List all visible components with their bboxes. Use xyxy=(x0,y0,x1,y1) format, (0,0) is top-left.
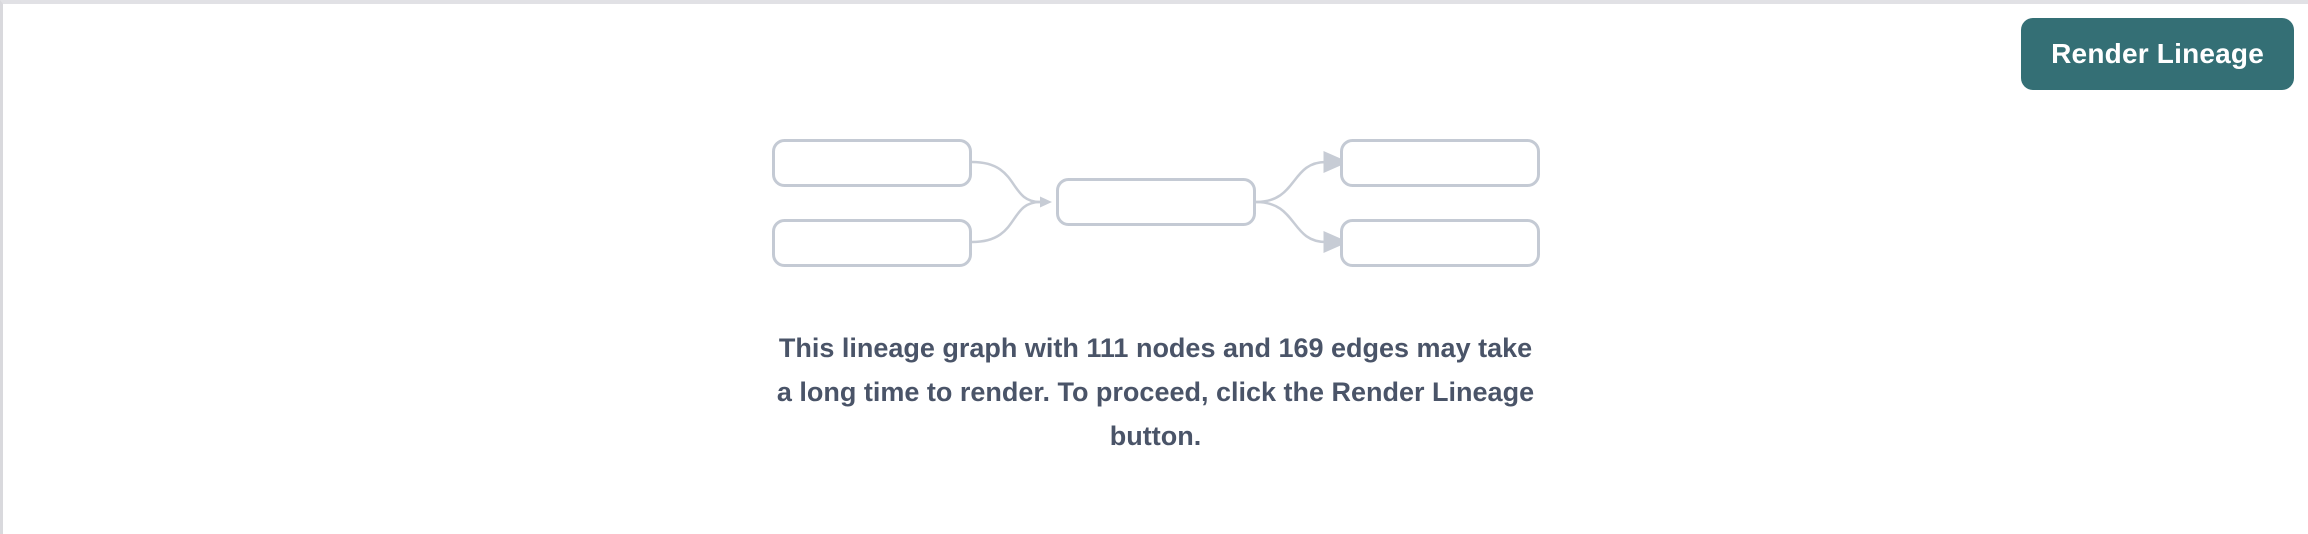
edge-bottomleft-to-middle xyxy=(971,200,1040,244)
lineage-warning-line-1: This lineage graph with 111 nodes and 16… xyxy=(778,333,1533,363)
edge-middle-to-topright xyxy=(1255,151,1348,204)
render-lineage-button[interactable]: Render Lineage xyxy=(2021,18,2294,90)
node-box-middle xyxy=(1055,178,1256,226)
lineage-warning-message: This lineage graph with 111 nodes and 16… xyxy=(777,326,1534,458)
lineage-warning-line-2: a long time to render. To proceed, click… xyxy=(776,377,1535,407)
node-box-top-right xyxy=(1339,139,1540,187)
edge-topleft-to-middle xyxy=(971,160,1040,204)
edge-middle-to-bottomright xyxy=(1255,200,1348,253)
node-box-top-left xyxy=(771,139,972,187)
lineage-graph-placeholder-icon xyxy=(770,135,1542,275)
lineage-warning-line-3: button. xyxy=(1109,421,1202,451)
merged-arrowhead xyxy=(1039,196,1052,208)
node-box-bottom-left xyxy=(771,219,972,267)
node-box-bottom-right xyxy=(1339,219,1540,267)
